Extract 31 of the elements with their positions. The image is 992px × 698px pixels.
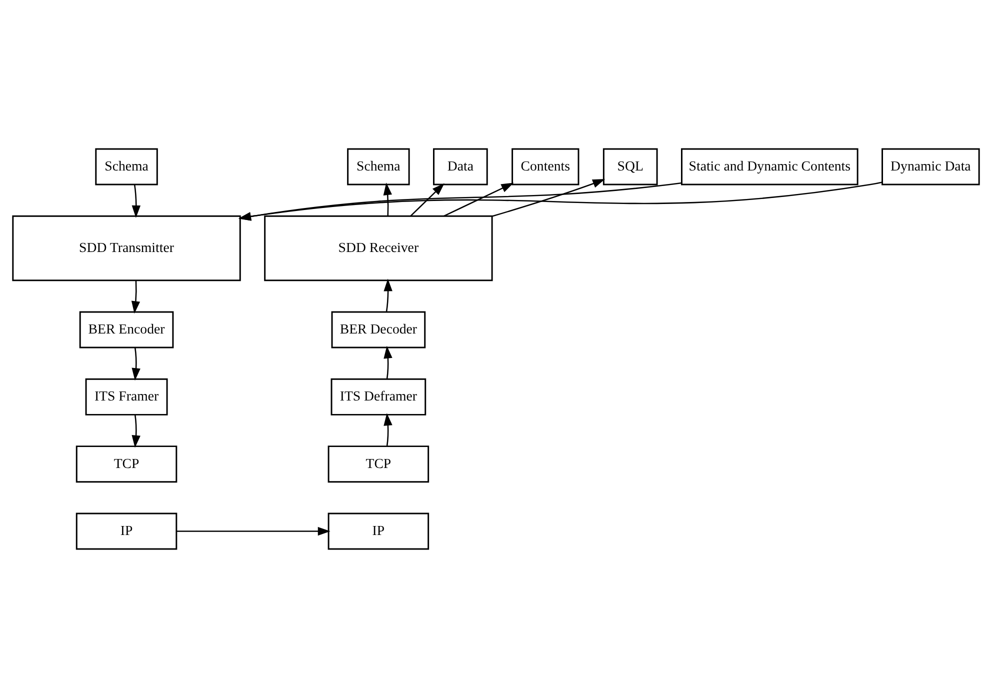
node-box: SDD Receiver — [264, 215, 493, 282]
node-box: ITS Framer — [85, 378, 168, 416]
arrow — [383, 182, 392, 216]
arrow — [176, 526, 330, 536]
node-box: TCP — [328, 446, 430, 483]
arrow — [444, 182, 514, 217]
arrow — [131, 280, 140, 314]
arrow — [384, 346, 392, 379]
arrow — [492, 178, 606, 217]
node-box: IP — [328, 512, 430, 550]
node-box: BER Encoder — [79, 311, 174, 348]
arrow — [238, 182, 882, 221]
node-box: ITS Deframer — [330, 378, 426, 416]
node-box: Dynamic Data — [882, 148, 980, 186]
node-box: Contents — [512, 148, 580, 186]
node-box: Schema — [347, 148, 410, 186]
arrow — [238, 182, 682, 221]
arrow — [410, 183, 444, 216]
node-box: IP — [76, 512, 178, 550]
arrow — [132, 348, 140, 381]
arrow — [384, 413, 392, 446]
node-box: TCP — [76, 446, 178, 483]
arrow — [132, 414, 140, 448]
node-box: SDD Transmitter — [12, 215, 241, 282]
node-box: SQL — [602, 148, 658, 186]
node-box: Schema — [95, 148, 158, 186]
node-box: Data — [433, 148, 488, 186]
node-box: BER Decoder — [331, 311, 426, 348]
arrow — [384, 278, 392, 312]
arrow — [132, 184, 141, 218]
node-box: Static and Dynamic Contents — [680, 148, 858, 186]
